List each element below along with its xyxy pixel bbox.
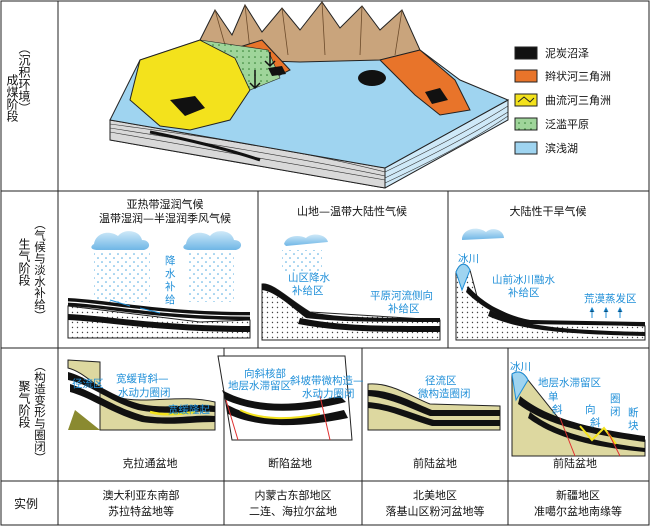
basin-label: 闭 — [610, 405, 621, 418]
rain-icon — [282, 250, 322, 272]
legend-swatch — [514, 141, 538, 155]
basin-label: 斜 — [590, 416, 601, 429]
climate-label: 荒漠蒸发区 — [584, 292, 637, 305]
row-subtitle: （气候与淡水补给） — [33, 218, 47, 322]
example-line: 二连、海拉尔盆地 — [249, 504, 337, 518]
legend-swatch — [514, 69, 538, 83]
legend-item: 曲流河三角洲 — [514, 93, 611, 107]
basin-label: 断 — [628, 406, 639, 419]
basin-label: 微构造圈闭 — [418, 387, 471, 400]
basin-label: 宽缓隆起 — [168, 403, 210, 416]
row-header-3: （构造变形与圈闭） 聚气阶段 — [17, 360, 47, 464]
row-subtitle: （沉积环境） — [17, 42, 31, 114]
example-cell-2: 内蒙古东部地区 二连、海拉尔盆地 — [249, 488, 337, 518]
basin-panel-4: 冰川 地层水滞留区 单 斜 向 斜 圈 闭 断 块 前陆盆地 — [510, 360, 646, 470]
legend-item: 滨浅湖 — [514, 141, 578, 155]
basin-name: 前陆盆地 — [413, 456, 457, 470]
legend: 泥炭沼泽 辫状河三角洲 曲流河三角洲 泛滥平原 滨浅湖 — [514, 46, 611, 155]
example-cell-1: 澳大利亚东南部 苏拉特盆地等 — [103, 488, 180, 518]
legend-item: 辫状河三角洲 — [514, 69, 611, 83]
basin-label: 径流区 — [72, 377, 104, 390]
example-line: 落基山区粉河盆地等 — [386, 504, 485, 518]
climate-label: 补给区 — [508, 286, 540, 299]
example-line: 北美地区 — [413, 489, 457, 502]
row-title: 生气阶段 — [17, 238, 31, 287]
basin-panel-1: 径流区 宽缓背斜— 水动力圈闭 宽缓隆起 克拉通盆地 — [67, 359, 216, 470]
row-header-2: （气候与淡水补给） 生气阶段 — [17, 218, 47, 322]
basin-name: 克拉通盆地 — [123, 456, 178, 470]
row-title-examples: 实例 — [14, 496, 38, 511]
climate-label: 冰川 — [458, 252, 479, 265]
climate-label: 补给区 — [292, 284, 324, 297]
cloud-icon — [91, 231, 150, 250]
rain-icon — [188, 252, 234, 302]
cloud-icon — [284, 234, 328, 246]
row-title: 聚气阶段 — [17, 380, 31, 429]
basin-name: 前陆盆地 — [553, 456, 597, 470]
climate-title: 亚热带湿润气候 — [127, 197, 204, 211]
example-line: 澳大利亚东南部 — [103, 488, 180, 502]
example-line: 苏拉特盆地等 — [108, 504, 174, 518]
climate-label: 降 — [165, 254, 176, 267]
climate-title: 大陆性干旱气候 — [510, 204, 587, 218]
basin-label: 径流区 — [425, 374, 457, 387]
climate-label: 补给区 — [388, 302, 420, 315]
legend-label: 泥炭沼泽 — [545, 46, 589, 60]
climate-label: 平原河流侧向 — [370, 289, 433, 302]
example-line: 准噶尔盆地南缘等 — [534, 504, 622, 518]
row-header-1: （沉积环境） 成煤阶段 — [5, 42, 31, 123]
basin-label: 向 — [585, 403, 596, 416]
basin-label: 向斜核部 — [244, 367, 286, 380]
example-line: 内蒙古东部地区 — [255, 488, 332, 502]
climate-label: 山区降水 — [288, 271, 330, 284]
row-subtitle: （构造变形与圈闭） — [33, 360, 47, 464]
basin-label: 水动力圈闭 — [118, 386, 171, 399]
legend-label: 辫状河三角洲 — [545, 69, 611, 83]
basin-label: 斜 — [552, 403, 563, 416]
basin-label: 斜坡带微构造— — [290, 374, 364, 387]
basin-label: 水动力圈闭 — [302, 387, 355, 400]
basin-label: 块 — [628, 420, 639, 432]
legend-swatch — [514, 117, 538, 131]
example-cell-3: 北美地区 落基山区粉河盆地等 — [386, 489, 485, 518]
row-title: 成煤阶段 — [5, 74, 19, 123]
basin-panel-2: 向斜核部 地层水滞留区 斜坡带微构造— 水动力圈闭 断陷盆地 — [217, 355, 364, 470]
climate-panel-3: 大陆性干旱气候 冰川 山前冰川融水 补给区 荒漠蒸发区 — [455, 204, 646, 341]
basin-label: 冰川 — [510, 360, 531, 373]
legend-swatch — [514, 93, 538, 107]
climate-title: 山地—温带大陆性气候 — [297, 204, 407, 218]
climate-label: 山前冰川融水 — [492, 273, 555, 286]
climate-panel-1: 亚热带湿润气候 温带湿润—半湿润季风气候 降 水 补 给 — [67, 197, 251, 339]
legend-label: 泛滥平原 — [545, 118, 589, 131]
climate-subtitle: 温带湿润—半湿润季风气候 — [99, 211, 231, 225]
legend-label: 滨浅湖 — [545, 141, 578, 155]
legend-swatch — [514, 46, 538, 60]
basin-label: 宽缓背斜— — [116, 372, 169, 385]
basin-label: 单 — [548, 391, 559, 403]
basin-label: 地层水滞留区 — [538, 376, 601, 389]
cloud-icon — [462, 228, 504, 240]
climate-panel-2: 山地—温带大陆性气候 山区降水 补给区 平原河流侧向 补给区 — [261, 204, 441, 341]
example-line: 新疆地区 — [556, 488, 600, 502]
legend-item: 泛滥平原 — [514, 117, 589, 131]
cloud-icon — [183, 231, 242, 250]
block-diagram — [109, 1, 510, 189]
basin-panel-3: 径流区 微构造圈闭 前陆盆地 — [367, 374, 501, 470]
climate-label: 补 — [165, 280, 176, 293]
rain-icon — [94, 252, 150, 302]
climate-label: 给 — [165, 293, 176, 306]
basin-name: 断陷盆地 — [268, 456, 312, 470]
climate-label: 水 — [165, 268, 176, 280]
basin-label: 圈 — [610, 393, 621, 405]
basin-label: 地层水滞留区 — [228, 379, 291, 392]
legend-item: 泥炭沼泽 — [514, 46, 589, 60]
legend-label: 曲流河三角洲 — [545, 93, 611, 107]
example-cell-4: 新疆地区 准噶尔盆地南缘等 — [534, 488, 622, 518]
